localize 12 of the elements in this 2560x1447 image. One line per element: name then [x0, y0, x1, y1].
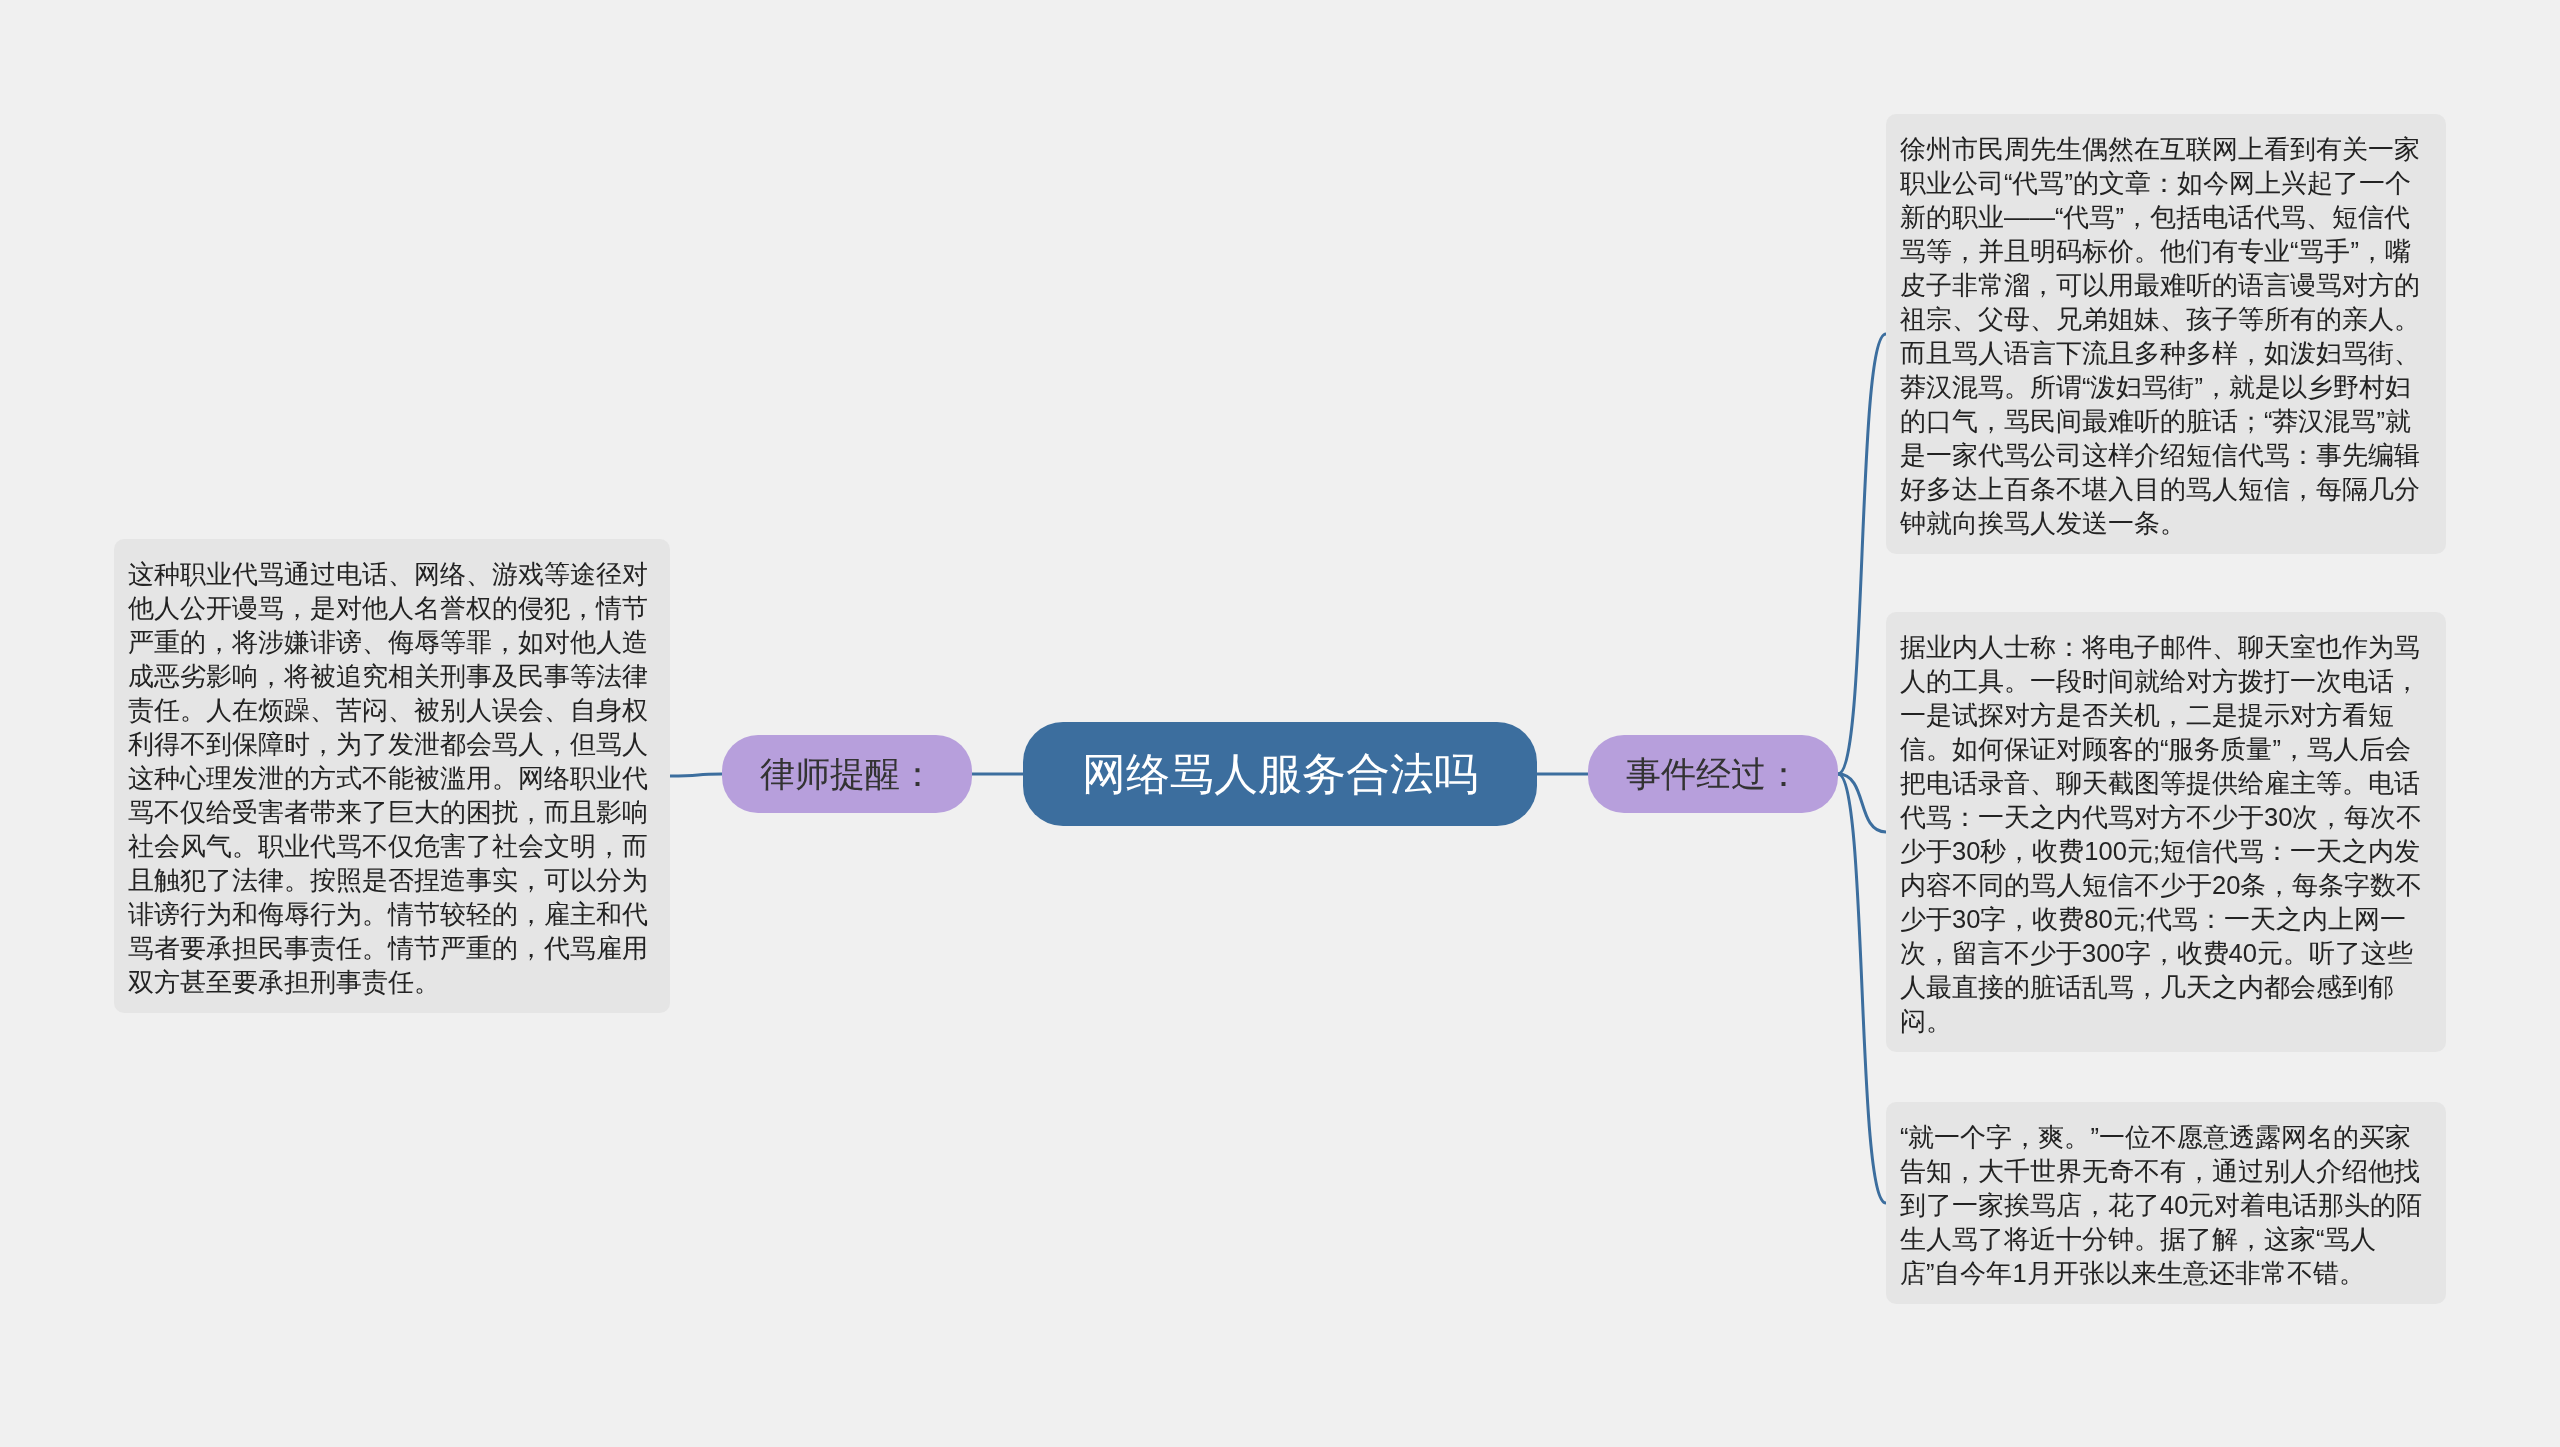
- central-topic: 网络骂人服务合法吗: [1023, 722, 1537, 826]
- connector-line: [1537, 772, 1588, 776]
- connector-line: [670, 772, 722, 778]
- connector-line: [1836, 333, 1888, 775]
- text-card: “就一个字，爽。”一位不愿意透露网名的买家告知，大千世界无奇不有，通过别人介绍他找到了一家挨骂店，花了40元对着电话那头的陌生人骂了将近十分钟。据了解，这家“骂人店”自今年1月开张以来生意还非常不错。: [1886, 1102, 2446, 1304]
- text-card: 徐州市民周先生偶然在互联网上看到有关一家职业公司“代骂”的文章：如今网上兴起了一个新的职业——“代骂”，包括电话代骂、短信代骂等，并且明码标价。他们有专业“骂手”，嘴皮子非常溜，可以用最难听的语言谩骂对方的祖宗、父母、兄弟姐妹、孩子等所有的亲人。而且骂人语言下流且多种多样，如泼妇骂街、莽汉混骂。所谓“泼妇骂街”，就是以乡野村妇的口气，骂民间最难听的脏话；“莽汉混骂”就是一家代骂公司这样介绍短信代骂：事先编辑好多达上百条不堪入目的骂人短信，每隔几分钟就向挨骂人发送一条。: [1886, 114, 2446, 554]
- text-card: 据业内人士称：将电子邮件、聊天室也作为骂人的工具。一段时间就给对方拨打一次电话，一是试探对方是否关机，二是提示对方看短信。如何保证对顾客的“服务质量”，骂人后会把电话录音、聊天截图等提供给雇主等。电话代骂：一天之内代骂对方不少于30次，每次不少于30秒，收费100元;短信代骂：一天之内发内容不同的骂人短信不少于20条，每条字数不少于30字，收费80元;代骂：一天之内上网一次，留言不少于300字，收费40元。听了这些人最直接的脏话乱骂，几天之内都会感到郁闷。: [1886, 612, 2446, 1052]
- connector-line: [972, 772, 1023, 776]
- branch-topic: 律师提醒：: [722, 735, 972, 813]
- text-card: 这种职业代骂通过电话、网络、游戏等途径对他人公开谩骂，是对他人名誉权的侵犯，情节严重的，将涉嫌诽谤、侮辱等罪，如对他人造成恶劣影响，将被追究相关刑事及民事等法律责任。人在烦躁、苦闷、被别人误会、自身权利得不到保障时，为了发泄都会骂人，但骂人这种心理发泄的方式不能被滥用。网络职业代骂不仅给受害者带来了巨大的困扰，而且影响社会风气。职业代骂不仅危害了社会文明，而且触犯了法律。按照是否捏造事实，可以分为诽谤行为和侮辱行为。情节较轻的，雇主和代骂者要承担民事责任。情节严重的，代骂雇用双方甚至要承担刑事责任。: [114, 539, 670, 1013]
- branch-topic: 事件经过：: [1588, 735, 1838, 813]
- connector-line: [1836, 773, 1888, 1204]
